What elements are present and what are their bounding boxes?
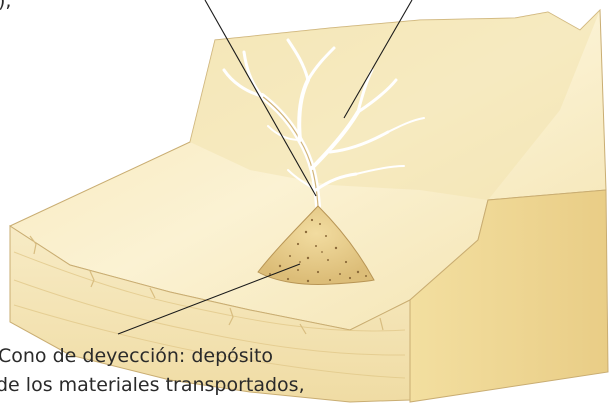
top-label-fragment: ),	[0, 0, 11, 11]
cone-caption-line-1: Cono de deyección: depósito	[0, 347, 273, 366]
cone-caption-line-2: de los materiales transportados,	[0, 376, 305, 395]
